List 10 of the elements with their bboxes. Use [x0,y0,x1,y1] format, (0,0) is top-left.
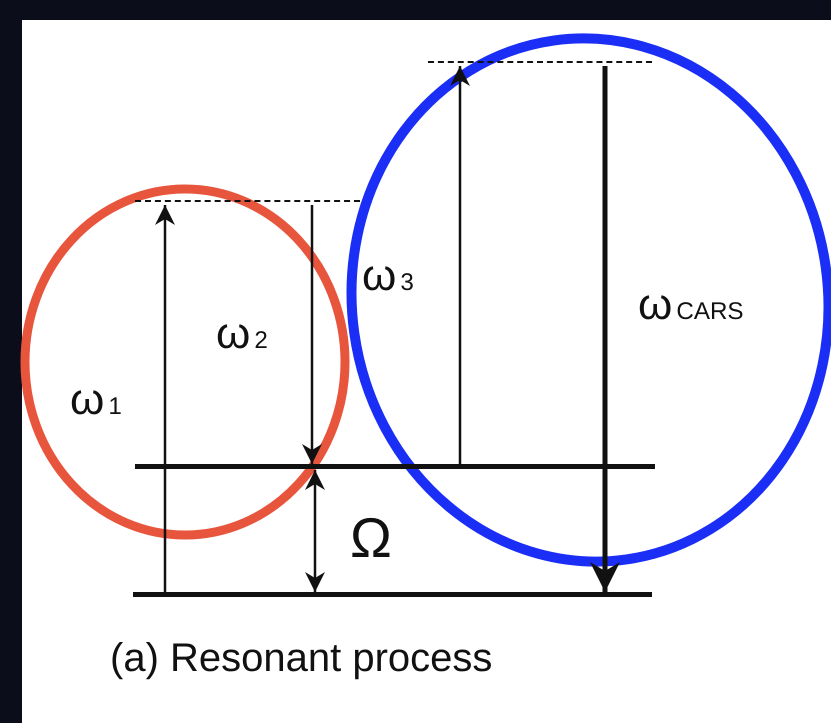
virtual-level-line [428,61,652,63]
edge-label: Ω [350,510,392,566]
transition-arrow [450,66,470,464]
transition-arrow [305,470,325,592]
virtual-level-line [135,200,360,202]
energy-level-line [135,464,655,469]
caption: (a) Resonant process [110,638,492,678]
transition-arrow [302,205,322,464]
energy-level-line [133,592,652,597]
transition-arrow [155,205,175,592]
